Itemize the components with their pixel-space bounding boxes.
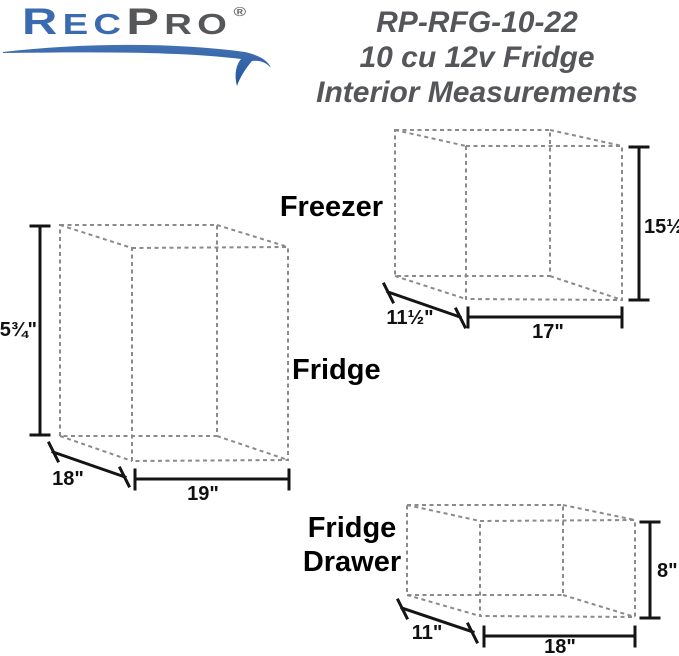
drawer-box-wireframe — [406, 504, 636, 619]
fridge-depth-dimension: 18" — [46, 440, 132, 490]
logo-text-pro-rest: RO — [164, 9, 233, 41]
fridge-bottom-right-edge — [216, 435, 289, 461]
product-title: RP-RFG-10-22 10 cu 12v Fridge Interior M… — [276, 5, 678, 110]
fridge-front-face — [131, 245, 289, 463]
drawer-depth-line — [400, 606, 475, 634]
logo-text-pro-initial: P — [126, 1, 165, 42]
drawer-label-line1: Fridge — [308, 512, 397, 544]
fridge-top-right-edge — [216, 224, 289, 248]
logo-text-rec-initial: R — [22, 1, 63, 42]
drawer-back-face — [406, 504, 564, 596]
drawer-front-face — [479, 518, 636, 619]
drawer-depth-end-tick — [465, 621, 480, 645]
fridge-depth-line — [51, 450, 127, 479]
drawer-depth-dimension: 11" — [395, 597, 480, 645]
title-line-subtitle: Interior Measurements — [316, 76, 638, 109]
drawer-bottom-left-edge — [406, 594, 481, 617]
freezer-back-face — [394, 129, 551, 277]
freezer-height-label: 15½" — [644, 216, 679, 238]
fridge-bottom-left-edge — [59, 435, 133, 462]
fridge-top-left-edge — [59, 224, 133, 249]
freezer-bottom-right-edge — [549, 275, 623, 301]
drawer-height-label: 8" — [657, 560, 678, 582]
freezer-box-wireframe — [394, 129, 623, 302]
title-line-product: 10 cu 12v Fridge — [359, 41, 595, 74]
drawer-depth-label: 11" — [412, 622, 443, 644]
fridge-width-dimension: 19" — [133, 468, 291, 505]
drawer-width-dimension: 18" — [482, 625, 637, 656]
freezer-label: Freezer — [280, 191, 383, 223]
fridge-back-face — [59, 224, 218, 437]
logo-swoosh-icon — [3, 44, 271, 86]
fridge-depth-end-tick — [117, 465, 132, 489]
drawer-depth-start-tick — [395, 597, 410, 621]
freezer-width-dimension: 17" — [466, 306, 624, 343]
fridge-height-label: 25¾" — [0, 319, 37, 341]
drawer-bottom-right-edge — [562, 594, 636, 618]
fridge-box-wireframe — [59, 224, 289, 463]
freezer-height-dimension: 15½" — [628, 145, 679, 302]
fridge-height-dimension: 25¾" — [0, 224, 51, 437]
freezer-top-left-edge — [394, 129, 467, 147]
title-line-model: RP-RFG-10-22 — [376, 6, 578, 39]
drawer-label-line2: Drawer — [303, 546, 401, 578]
fridge-width-label: 19" — [187, 483, 219, 505]
fridge-depth-start-tick — [46, 440, 61, 464]
drawer-width-label: 18" — [544, 636, 576, 656]
registered-trademark-icon: ® — [233, 4, 247, 19]
fridge-depth-label: 18" — [52, 468, 84, 490]
freezer-depth-dimension: 11½" — [381, 281, 468, 330]
freezer-depth-line — [386, 290, 462, 319]
freezer-depth-end-tick — [453, 306, 468, 330]
drawer-top-right-edge — [562, 504, 636, 521]
drawer-height-dimension: 8" — [639, 520, 678, 620]
logo-text-rec-rest: EC — [62, 9, 127, 41]
freezer-bottom-left-edge — [394, 275, 467, 300]
freezer-depth-label: 11½" — [386, 307, 433, 329]
fridge-label: Fridge — [292, 354, 381, 386]
freezer-width-label: 17" — [532, 321, 564, 343]
drawer-top-left-edge — [406, 504, 481, 522]
freezer-depth-start-tick — [381, 281, 396, 305]
recpro-logo: RECPRO® — [22, 1, 246, 51]
freezer-top-right-edge — [549, 129, 623, 147]
